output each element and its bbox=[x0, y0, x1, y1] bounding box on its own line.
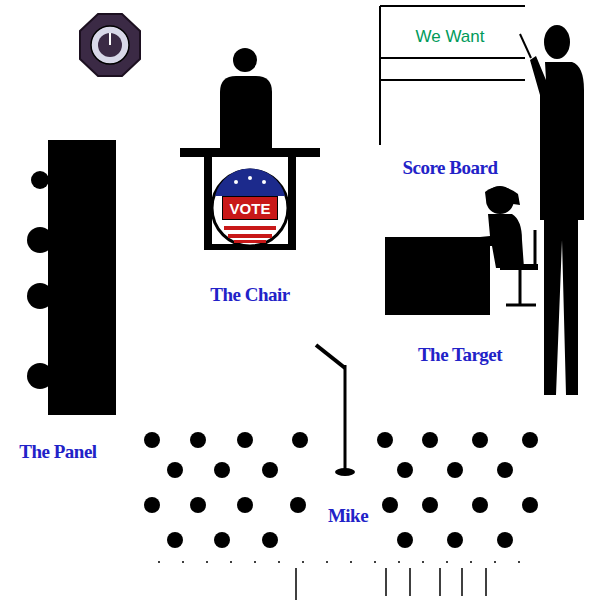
floor-mark bbox=[409, 568, 411, 596]
chair-body bbox=[220, 76, 272, 150]
audience bbox=[144, 432, 538, 548]
board-line bbox=[380, 5, 525, 7]
audience-seat bbox=[472, 497, 488, 513]
audience-seat bbox=[237, 432, 253, 448]
audience-seat bbox=[447, 532, 463, 548]
floor-mark bbox=[295, 568, 297, 600]
badge-stripe bbox=[234, 240, 266, 243]
audience-seat bbox=[397, 462, 413, 478]
podium-top bbox=[180, 148, 320, 157]
audience-seat bbox=[497, 532, 513, 548]
clock-case bbox=[80, 14, 140, 76]
audience-seat bbox=[422, 432, 438, 448]
target-figure bbox=[385, 186, 538, 315]
scoreboard-box: We Want bbox=[386, 22, 514, 52]
node-text: VOTE bbox=[230, 200, 271, 217]
audience-seat bbox=[397, 532, 413, 548]
audience-seat bbox=[144, 497, 160, 513]
panel-desk bbox=[48, 140, 116, 415]
panel-head bbox=[27, 283, 53, 309]
clock-face bbox=[91, 26, 129, 64]
audience-seat bbox=[422, 497, 438, 513]
target-label: The Target bbox=[416, 344, 504, 366]
audience-seat bbox=[292, 432, 308, 448]
chair-figure bbox=[180, 48, 320, 250]
badge-stripe bbox=[224, 226, 276, 230]
audience-seat bbox=[237, 497, 253, 513]
floor-mark bbox=[439, 568, 441, 596]
audience-seat bbox=[262, 462, 278, 478]
panel-table bbox=[27, 140, 116, 415]
mic-stand bbox=[344, 365, 347, 470]
man-body bbox=[530, 56, 584, 395]
target-hair bbox=[485, 186, 520, 205]
wall-clock bbox=[80, 14, 140, 76]
audience-seat bbox=[382, 497, 398, 513]
scoreboard-frame bbox=[380, 6, 525, 145]
floor-mark bbox=[461, 568, 463, 596]
audience-seat bbox=[522, 497, 538, 513]
audience-seat bbox=[167, 532, 183, 548]
floor-dots bbox=[158, 561, 520, 563]
pointing-man bbox=[520, 25, 584, 395]
mic-base bbox=[335, 468, 355, 476]
audience-seat bbox=[290, 497, 306, 513]
mic-head bbox=[316, 345, 345, 368]
audience-seat bbox=[144, 432, 160, 448]
board-line bbox=[380, 57, 525, 59]
audience-seat bbox=[497, 462, 513, 478]
desk bbox=[385, 237, 490, 315]
audience-seat bbox=[190, 497, 206, 513]
seat-back bbox=[534, 230, 537, 270]
panel-head bbox=[27, 363, 53, 389]
clock-center bbox=[98, 33, 122, 57]
vote-box: VOTE bbox=[222, 196, 278, 220]
node-text: We Want bbox=[416, 27, 485, 47]
seat bbox=[500, 264, 538, 270]
audience-seat bbox=[214, 532, 230, 548]
audience-seat bbox=[447, 462, 463, 478]
floor-marks bbox=[158, 562, 520, 600]
floor-mark bbox=[485, 568, 487, 596]
panel-head bbox=[31, 171, 49, 189]
board-line bbox=[380, 79, 525, 81]
audience-seat bbox=[522, 432, 538, 448]
seat-base bbox=[506, 304, 536, 307]
microphone bbox=[316, 345, 355, 476]
pointer-stick bbox=[520, 34, 531, 58]
badge-star bbox=[262, 180, 266, 184]
scoreboard-label: Score Board bbox=[401, 157, 500, 179]
badge-stripe bbox=[228, 234, 272, 238]
chair-head bbox=[233, 48, 257, 72]
panel-label: The Panel bbox=[17, 441, 98, 463]
board-line bbox=[379, 6, 381, 145]
audience-seat bbox=[190, 432, 206, 448]
badge-blue bbox=[215, 168, 285, 196]
audience-seat bbox=[262, 532, 278, 548]
audience-seat bbox=[472, 432, 488, 448]
mike-label: Mike bbox=[326, 505, 370, 527]
man-head bbox=[544, 25, 570, 59]
audience-seat bbox=[214, 462, 230, 478]
chair-label: The Chair bbox=[208, 284, 291, 306]
clock-hand bbox=[109, 33, 111, 45]
panel-head bbox=[27, 227, 53, 253]
podium-leg bbox=[288, 148, 296, 250]
audience-seat bbox=[377, 432, 393, 448]
seat-leg bbox=[519, 270, 522, 304]
podium-leg bbox=[204, 148, 212, 250]
badge-star bbox=[248, 176, 252, 180]
floor-mark bbox=[385, 568, 387, 596]
badge-star bbox=[234, 180, 238, 184]
audience-seat bbox=[167, 462, 183, 478]
